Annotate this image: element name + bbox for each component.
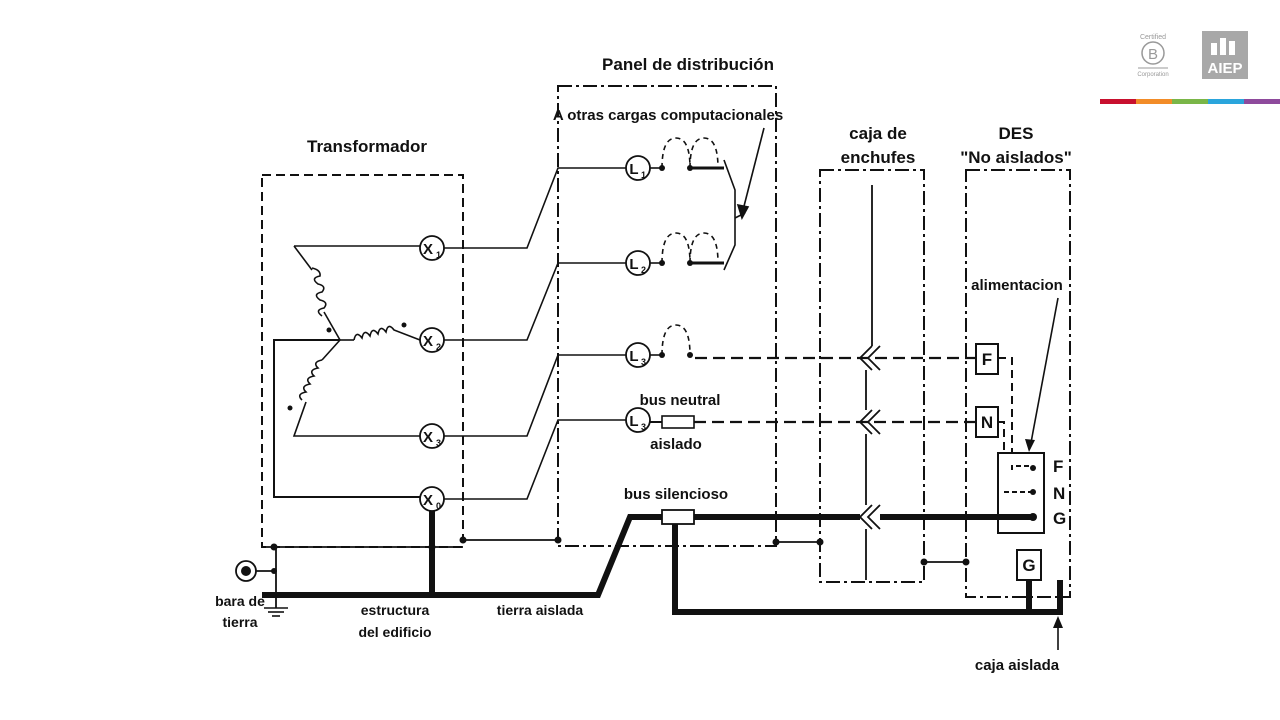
bcorp-top-text: Certified	[1140, 34, 1166, 41]
building-structure-label-1: estructura	[361, 602, 430, 618]
panel-enclosure	[557, 85, 777, 547]
neutral-bus	[661, 415, 695, 429]
isolated-ground-bus	[262, 510, 1063, 615]
building-structure-label-2: del edificio	[358, 624, 431, 640]
svg-text:1: 1	[436, 250, 441, 260]
bcorp-logo: Certified B Corporation	[1137, 34, 1168, 78]
plug-n-label: N	[1053, 484, 1065, 503]
color-stripe	[1100, 99, 1280, 104]
svg-text:X: X	[423, 241, 433, 258]
svg-text:1: 1	[641, 170, 646, 180]
ground-bar-label-1: bara de	[215, 593, 265, 609]
other-loads-label: A otras cargas computacionales	[553, 107, 783, 124]
neutral-bus-label: bus neutral	[640, 392, 721, 409]
aiep-text: AIEP	[1207, 60, 1242, 77]
svg-text:G: G	[1022, 556, 1035, 575]
other-loads-bracket	[723, 127, 765, 271]
aiep-logo: AIEP	[1202, 31, 1248, 79]
des-neutral-terminal: N	[975, 406, 999, 438]
svg-text:L: L	[629, 256, 638, 273]
des-power-plug: F N G	[997, 452, 1066, 534]
building-structure-bus	[254, 539, 966, 608]
transformer-title: Transformador	[307, 137, 427, 156]
svg-text:3: 3	[641, 357, 646, 367]
silent-bus	[661, 509, 695, 525]
des-ground-terminal: G	[1016, 549, 1042, 581]
panel-title: Panel de distribución	[602, 55, 774, 74]
svg-text:X: X	[423, 492, 433, 509]
des-enclosure	[965, 169, 1071, 598]
outlet-box-title-2: enchufes	[841, 148, 916, 167]
svg-text:3: 3	[641, 422, 646, 432]
svg-text:L: L	[629, 348, 638, 365]
feeder-wires	[444, 167, 628, 500]
svg-text:2: 2	[436, 342, 441, 352]
ground-bar	[235, 560, 257, 582]
svg-text:X: X	[423, 333, 433, 350]
outlet-connectors	[858, 185, 881, 580]
plug-f-label: F	[1053, 457, 1063, 476]
plug-g-label: G	[1053, 509, 1066, 528]
svg-text:X: X	[423, 429, 433, 446]
svg-text:0: 0	[436, 501, 441, 511]
bcorp-bottom-text: Corporation	[1137, 72, 1168, 78]
svg-text:2: 2	[641, 265, 646, 275]
svg-text:F: F	[982, 350, 992, 369]
des-title-1: DES	[999, 124, 1034, 143]
earth-symbol	[264, 607, 288, 617]
svg-text:L: L	[629, 161, 638, 178]
outlet-box-enclosure	[819, 169, 925, 583]
power-supply-label: alimentacion	[971, 277, 1063, 294]
svg-text:L: L	[629, 413, 638, 430]
isolated-label: aislado	[650, 436, 702, 453]
isolated-box-label: caja aislada	[975, 657, 1060, 674]
silent-bus-label: bus silencioso	[624, 486, 728, 503]
des-title-2: "No aislados"	[960, 148, 1072, 167]
ground-bar-label-2: tierra	[222, 614, 257, 630]
svg-text:3: 3	[436, 438, 441, 448]
transformer-windings	[292, 245, 421, 437]
isolated-ground-label: tierra aislada	[497, 602, 584, 618]
bcorp-letter: B	[1148, 46, 1158, 63]
des-phase-terminal: F	[975, 343, 999, 375]
svg-text:N: N	[981, 413, 993, 432]
outlet-box-title-1: caja de	[849, 124, 907, 143]
